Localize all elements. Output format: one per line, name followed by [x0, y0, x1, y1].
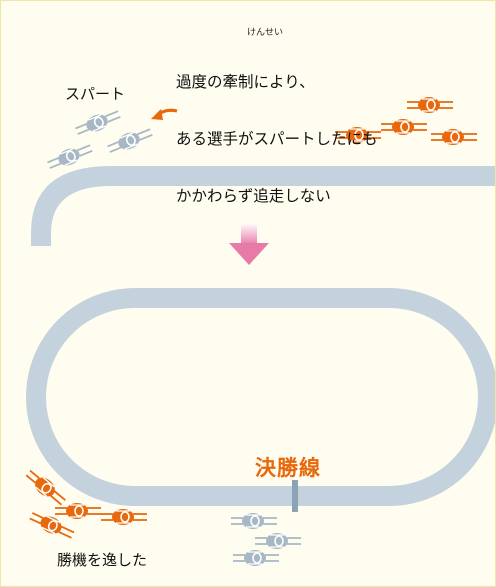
cyclist-icon: [54, 502, 102, 520]
track-oval: [26, 288, 495, 506]
lost-chance-label: 勝機を逸した: [57, 551, 148, 569]
explanation-line-2: ある選手がスパートしたにも: [176, 130, 378, 148]
cyclist-icon: [72, 105, 124, 140]
track-top-segment: [31, 166, 495, 246]
explanation-line-1: 過度の牽制により、: [176, 73, 315, 91]
cyclist-icon: [104, 123, 156, 158]
furigana-reading: けんせい: [247, 28, 284, 38]
cyclist-icon: [380, 118, 428, 136]
cyclist-icon: [254, 532, 302, 550]
explanation-text: 過度の牽制により、 ある選手がスパートしたにも かかわらず追走しない: [176, 35, 378, 244]
down-arrow-icon: [229, 223, 269, 265]
explanation-line-3: かかわらず追走しない: [176, 187, 331, 205]
cyclist-icon: [100, 508, 148, 526]
cyclist-icon: [406, 96, 454, 114]
cyclist-icon: [430, 128, 478, 146]
curved-arrow-icon: [151, 108, 178, 120]
rider-group-spurt: [44, 105, 156, 174]
finish-line-post: [292, 480, 298, 512]
finish-line-label: 決勝線: [255, 456, 321, 480]
spurt-label: スパート: [65, 85, 126, 103]
rider-group-passing: [230, 512, 302, 567]
cyclist-icon: [230, 512, 278, 530]
cyclist-icon: [232, 549, 280, 567]
